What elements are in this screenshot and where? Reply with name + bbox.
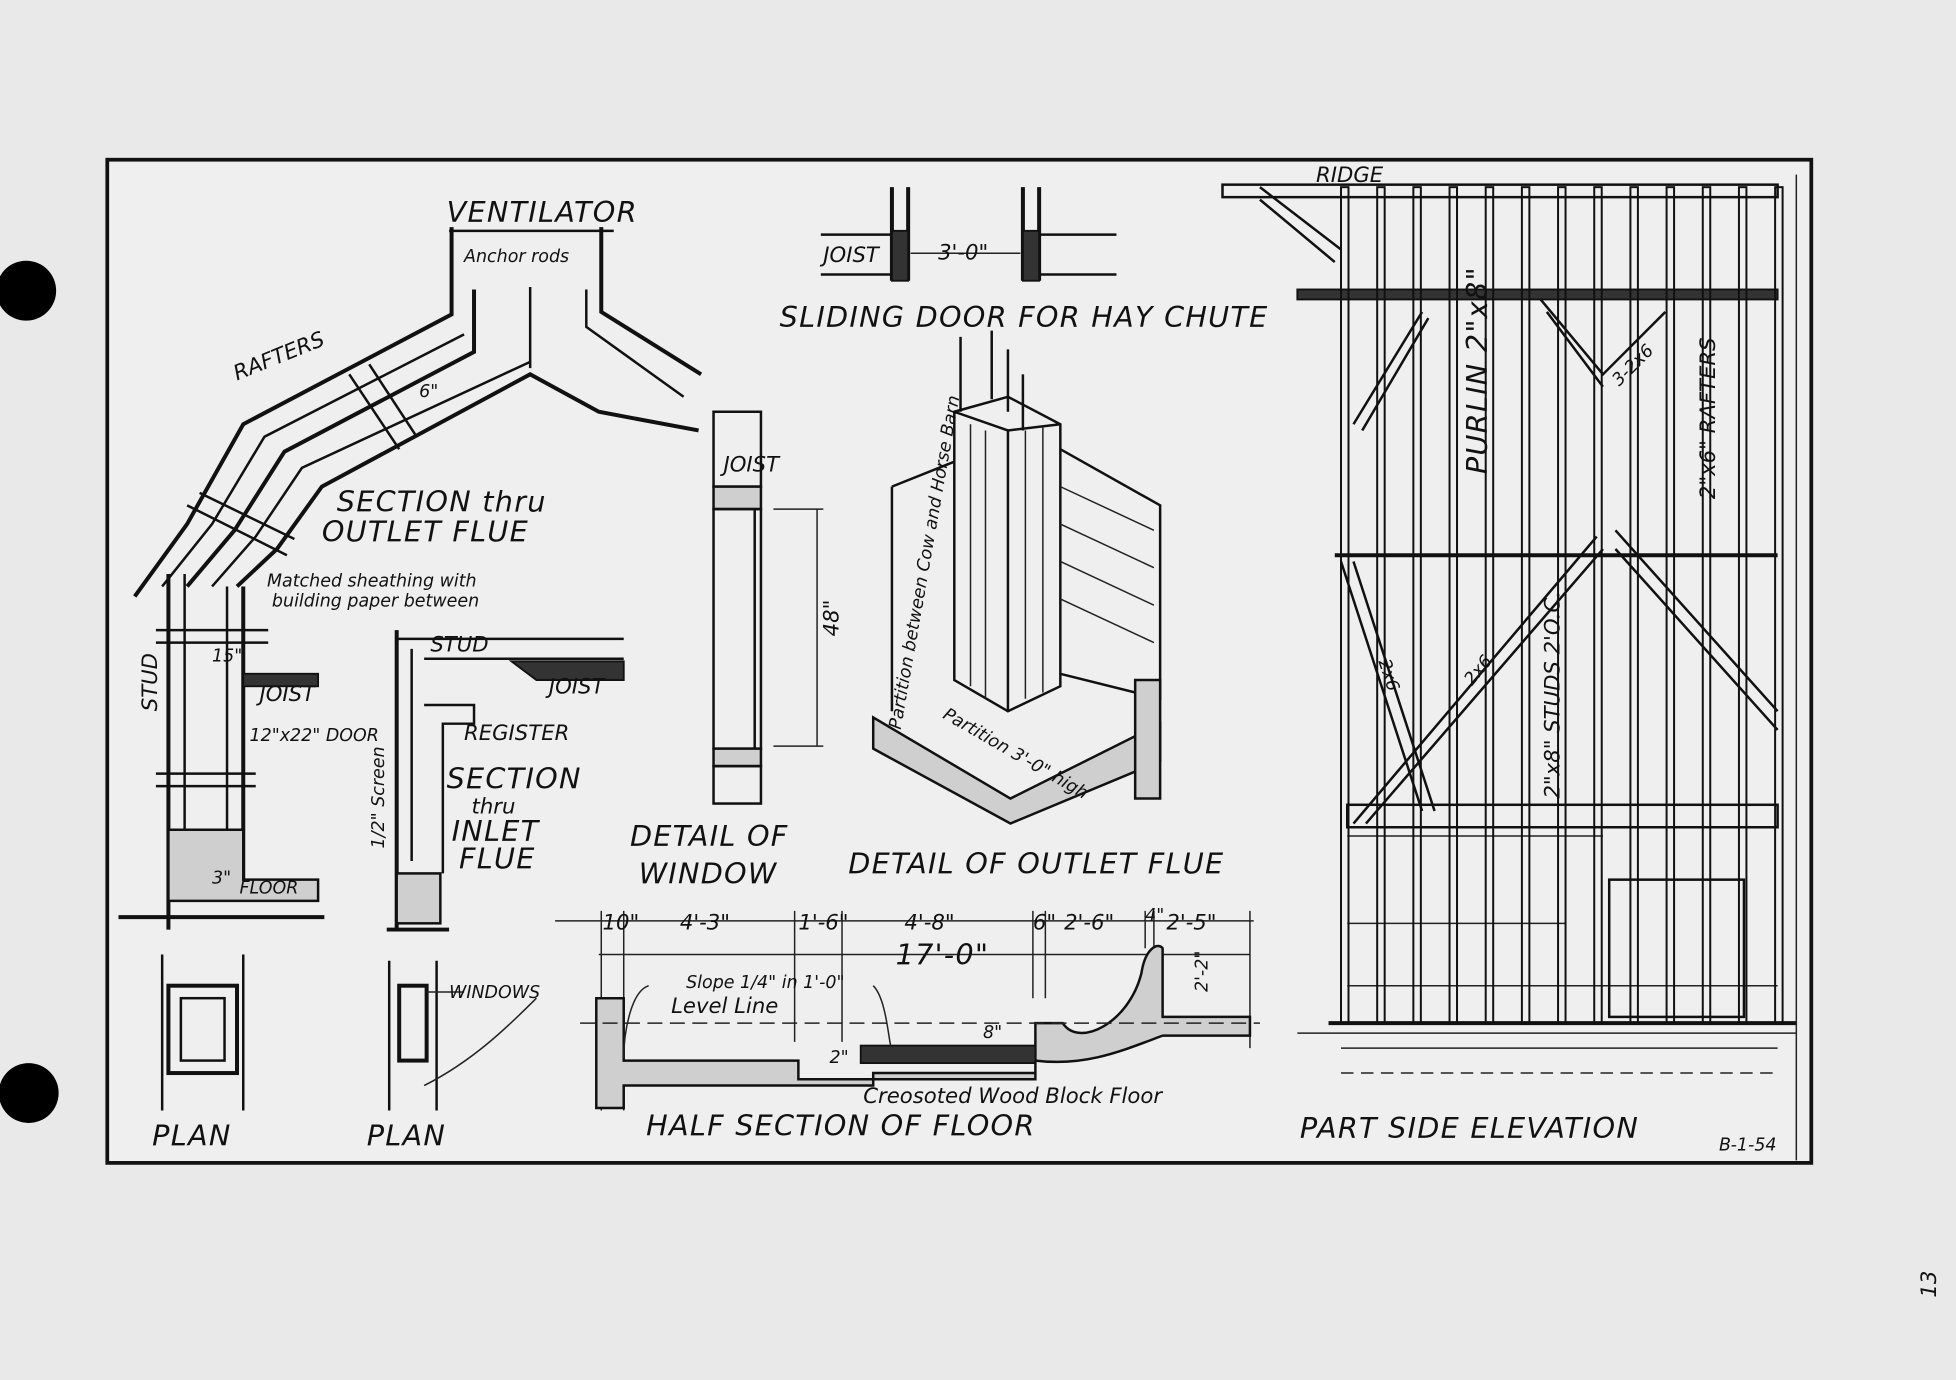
label-level-line: Level Line	[671, 993, 778, 1018]
stud	[1629, 186, 1639, 1025]
label-door: 12"x22" DOOR	[249, 726, 378, 746]
dim-10: 10"	[603, 910, 640, 935]
label-window-height: 48"	[818, 600, 843, 637]
stud	[1448, 186, 1459, 1025]
label-sliding-joist: JOIST	[819, 242, 881, 267]
stud	[1774, 186, 1784, 1025]
sliding-door-drawing	[820, 187, 1117, 282]
title-half-section-floor: HALF SECTION OF FLOOR	[646, 1108, 1035, 1142]
label-six-inch: 6"	[419, 382, 438, 402]
title-part-side-elevation: PART SIDE ELEVATION	[1300, 1111, 1639, 1145]
label-curb-height: 2'-2"	[1193, 951, 1213, 992]
outlet-flue-section	[118, 227, 703, 1111]
label-ridge: RIDGE	[1316, 162, 1384, 187]
label-anchor-rods: Anchor rods	[463, 247, 569, 267]
label-windows: WINDOWS	[449, 983, 540, 1003]
title-sliding-door: SLIDING DOOR FOR HAY CHUTE	[780, 300, 1269, 334]
punch-hole-bottom	[0, 1063, 59, 1123]
stud	[1557, 186, 1567, 1025]
stud	[1520, 186, 1531, 1025]
inlet-flue-section	[386, 630, 625, 1111]
label-purlin: PURLIN 2"x8"	[1460, 266, 1494, 474]
label-joist: JOIST	[255, 681, 317, 706]
label-inlet-stud: STUD	[430, 631, 488, 656]
dim-1-6: 1'-6"	[798, 910, 848, 935]
stud	[1701, 186, 1712, 1025]
label-sheathing-1: Matched sheathing with	[267, 571, 477, 591]
dim-2-5: 2'-5"	[1166, 910, 1216, 935]
title-inlet-4: FLUE	[459, 841, 536, 875]
dim-4-3: 4'-3"	[680, 910, 730, 935]
stud	[1593, 186, 1603, 1025]
floor-section-drawing	[555, 910, 1260, 1111]
label-rafters-elev: 2"x6" RAFTERS	[1695, 337, 1720, 499]
punch-hole-top	[0, 260, 57, 321]
title-section-outlet-flue-1: SECTION thru	[337, 485, 547, 519]
title-plan-1: PLAN	[152, 1118, 231, 1152]
label-sliding-width: 3'-0"	[938, 240, 988, 265]
title-inlet-3: INLET	[452, 814, 541, 848]
dim-4: 4"	[1145, 906, 1164, 926]
stud	[1376, 186, 1386, 1025]
label-slope: Slope 1/4" in 1'-0"	[686, 973, 844, 993]
label-screen: 1/2" Screen	[369, 746, 389, 848]
label-ventilator: VENTILATOR	[447, 195, 638, 229]
stud	[1665, 186, 1676, 1025]
sheet-number: B-1-54	[1719, 1135, 1777, 1155]
dim-6: 6"	[1033, 910, 1056, 935]
window-detail-drawing	[712, 410, 824, 805]
outlet-flue-detail-drawing	[871, 330, 1162, 825]
stud	[1340, 186, 1350, 1025]
title-window-1: DETAIL OF	[630, 819, 789, 853]
dim-4-8: 4'-8"	[904, 910, 954, 935]
dim-2-6: 2'-6"	[1064, 910, 1114, 935]
label-studs: 2"x8" STUDS 2'O.C.	[1539, 591, 1564, 799]
label-floor: FLOOR	[240, 878, 299, 898]
label-three-inch: 3"	[212, 868, 231, 888]
title-inlet-2: thru	[472, 794, 516, 819]
stud	[1412, 186, 1422, 1025]
title-inlet-1: SECTION	[447, 762, 582, 796]
side-elevation-drawing	[1221, 174, 1798, 1161]
margin-mark: 13	[1916, 1271, 1941, 1298]
label-creosoted: Creosoted Wood Block Floor	[863, 1083, 1163, 1108]
dim-total-17-0: 17'-0"	[896, 937, 990, 971]
title-window-2: WINDOW	[639, 856, 778, 890]
label-stud: STUD	[137, 653, 162, 711]
title-outlet-flue-detail: DETAIL OF OUTLET FLUE	[848, 846, 1224, 880]
label-inlet-joist: JOIST	[545, 674, 607, 699]
stud	[1737, 186, 1748, 1025]
title-section-outlet-flue-2: OUTLET FLUE	[322, 515, 529, 549]
title-plan-2: PLAN	[367, 1118, 446, 1152]
label-register: REGISTER	[464, 720, 569, 745]
label-sheathing-2: building paper between	[272, 591, 479, 611]
label-fifteen: 15"	[212, 646, 242, 666]
label-eight-inch: 8"	[983, 1023, 1002, 1043]
label-two-inch: 2"	[830, 1048, 849, 1068]
label-window-joist: JOIST	[720, 452, 782, 477]
sheet-border	[105, 157, 1814, 1165]
stud	[1484, 186, 1495, 1025]
